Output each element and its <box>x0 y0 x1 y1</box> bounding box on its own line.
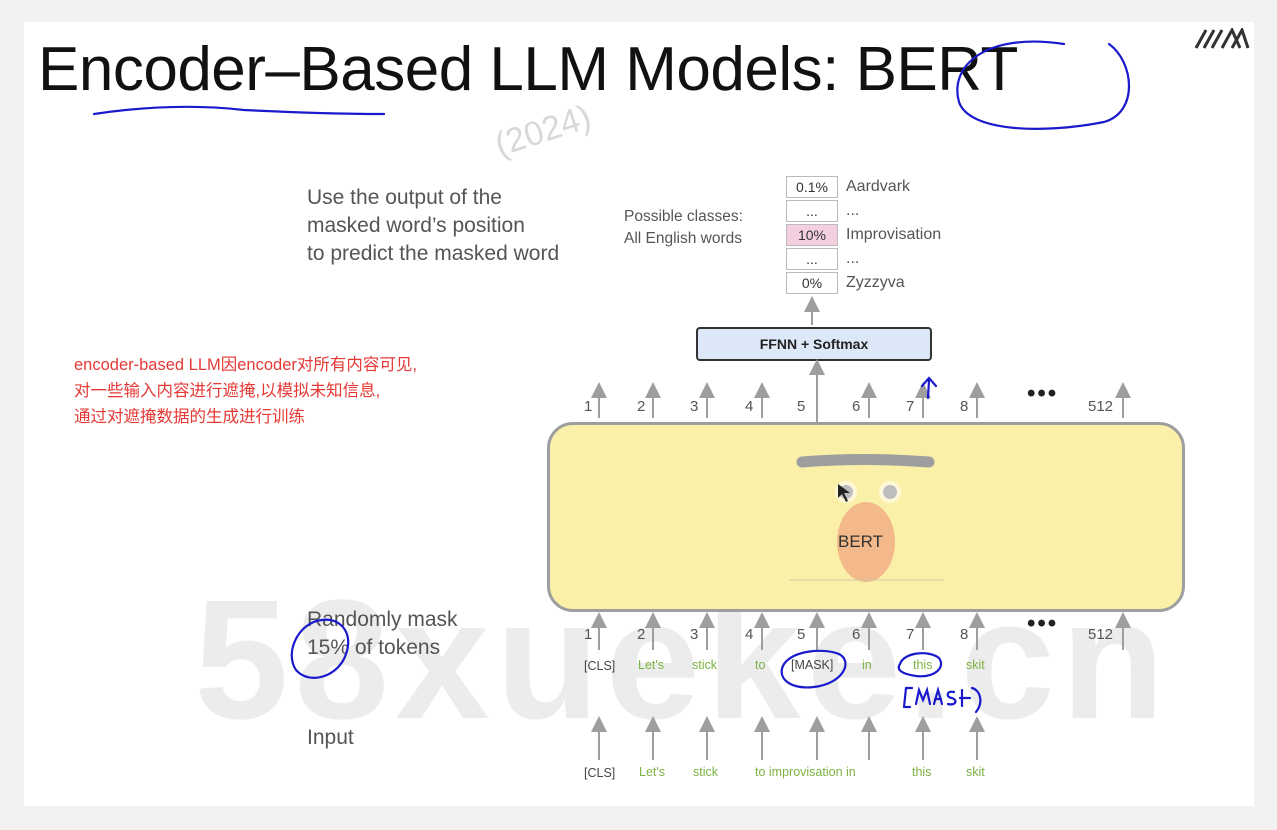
class-prob-cell: 0.1% <box>786 176 838 198</box>
chinese-annotation: encoder-based LLM因encoder对所有内容可见, 对一些输入内… <box>74 352 417 430</box>
masked-token: in <box>862 658 872 672</box>
output-position: 3 <box>690 398 699 415</box>
possible-classes-line: Possible classes: <box>624 208 743 225</box>
mask-description: Randomly mask 15% of tokens <box>307 606 458 662</box>
chinese-annotation-line: 通过对遮掩数据的生成进行训练 <box>74 408 305 426</box>
slide-title: Encoder–Based LLM Models: BERT <box>38 35 1018 104</box>
class-word: Improvisation <box>846 226 942 243</box>
chinese-annotation-line: encoder-based LLM因encoder对所有内容可见, <box>74 356 417 374</box>
input-position: 7 <box>906 626 915 643</box>
masked-token: skit <box>966 658 985 672</box>
diagram-arrows <box>92 40 1131 760</box>
bert-nose <box>837 502 895 582</box>
input-position: 1 <box>584 626 593 643</box>
bert-eyebrow <box>796 454 935 468</box>
input-token: Let's <box>639 765 666 779</box>
bert-face <box>789 454 944 582</box>
input-position: 6 <box>852 626 861 643</box>
masked-token: stick <box>692 658 717 672</box>
bert-title-circle <box>956 40 1130 130</box>
brand-logo-icon <box>1194 28 1250 49</box>
possible-classes-line: All English words <box>624 230 743 247</box>
input-position: 5 <box>797 626 806 643</box>
input-token: skit <box>966 765 985 779</box>
class-prob-cell: ... <box>786 200 838 222</box>
input-position: 8 <box>960 626 969 643</box>
output-position: 5 <box>797 398 806 415</box>
handwritten-mask-text <box>914 685 972 708</box>
fifteen-percent-circle <box>290 618 350 679</box>
input-token: to improvisation in <box>755 765 856 779</box>
this-token-circle <box>897 652 942 678</box>
handwritten-arrow <box>920 376 938 400</box>
class-prob-cell: 0% <box>786 272 838 294</box>
input-token: this <box>912 765 932 779</box>
class-word: ... <box>846 250 860 267</box>
possible-classes-label: Possible classes: All English words <box>624 206 743 250</box>
input-token: [CLS] <box>584 766 616 780</box>
class-word: Zyzzyva <box>846 274 905 291</box>
masked-token: Let's <box>638 658 665 672</box>
class-prob-cell: ... <box>786 248 838 270</box>
input-position: 3 <box>690 626 699 643</box>
input-token: stick <box>693 765 718 779</box>
output-description-line: to predict the masked word <box>307 242 560 265</box>
input-position: 4 <box>745 626 754 643</box>
mask-description-line: 15% of tokens <box>307 636 441 659</box>
output-description-line: Use the output of the <box>307 186 502 209</box>
output-position: 8 <box>960 398 969 415</box>
input-position: 512 <box>1088 626 1114 643</box>
mask-description-line: Randomly mask <box>307 608 458 631</box>
output-description: Use the output of the masked word’s posi… <box>307 184 627 268</box>
output-position: 1 <box>584 398 593 415</box>
output-position: 7 <box>906 398 915 415</box>
title-underline <box>92 105 386 116</box>
chinese-annotation-line: 对一些输入内容进行遮掩,以模拟未知信息, <box>74 382 381 400</box>
output-ellipsis: ••• <box>1027 380 1059 407</box>
input-label: Input <box>307 726 354 749</box>
handwritten-bracket-right <box>970 686 982 714</box>
class-prob-cell-highlight: 10% <box>786 224 838 246</box>
mask-token-circle <box>780 649 847 689</box>
bert-label: BERT <box>838 532 884 551</box>
class-word: Aardvark <box>846 178 911 195</box>
output-description-line: masked word’s position <box>307 214 525 237</box>
input-ellipsis: ••• <box>1027 610 1059 637</box>
ffnn-softmax-box: FFNN + Softmax <box>696 327 932 361</box>
slide: (2024) 58xueke.cn Encoder–Based LLM Mode… <box>24 22 1254 806</box>
masked-token: this <box>913 658 933 672</box>
mask-token: [MASK] <box>791 658 834 672</box>
class-word: ... <box>846 202 860 219</box>
mouse-cursor-icon <box>838 484 850 502</box>
output-position: 512 <box>1088 398 1114 415</box>
handwritten-bracket-left <box>902 686 914 709</box>
input-position: 2 <box>637 626 646 643</box>
output-position: 2 <box>637 398 646 415</box>
masked-token: to <box>755 658 766 672</box>
masked-token: [CLS] <box>584 659 616 673</box>
output-position: 6 <box>852 398 861 415</box>
output-position: 4 <box>745 398 754 415</box>
